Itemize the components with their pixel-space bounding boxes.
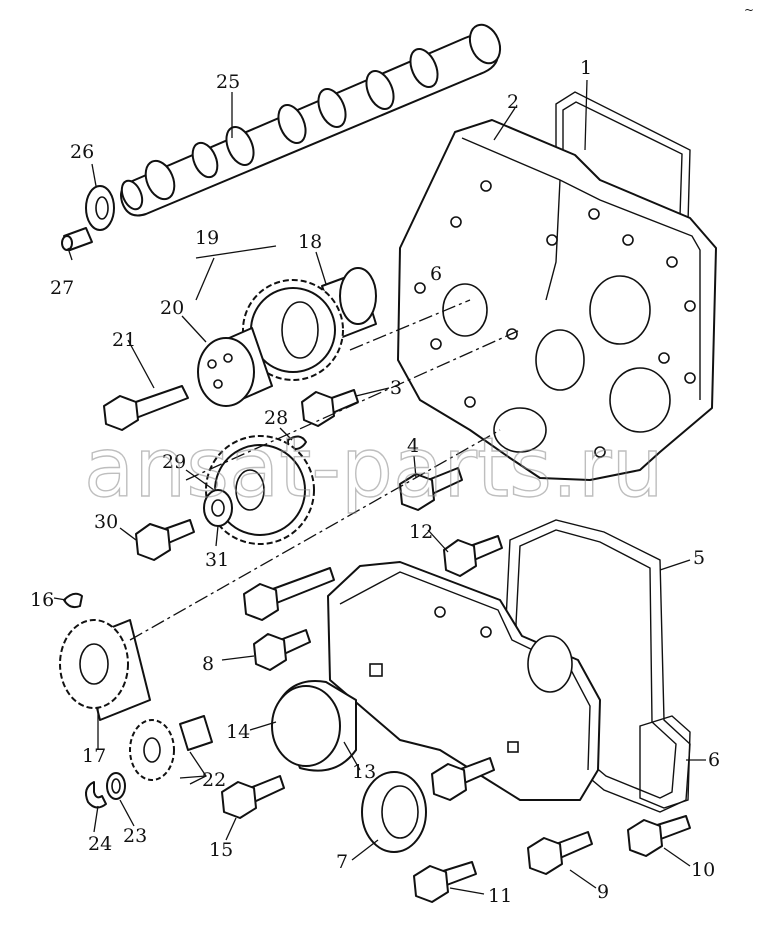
callout-22: 22 bbox=[202, 769, 226, 791]
callout-31: 31 bbox=[205, 549, 229, 571]
callout-9: 9 bbox=[597, 881, 609, 903]
callout-6-lower: 6 bbox=[708, 749, 720, 771]
callout-10: 10 bbox=[691, 859, 715, 881]
callout-20: 20 bbox=[160, 297, 184, 319]
callout-23: 23 bbox=[123, 825, 147, 847]
callout-19: 19 bbox=[195, 227, 219, 249]
corner-mark: ~ bbox=[744, 3, 754, 17]
leader-lines bbox=[53, 79, 706, 895]
callout-2: 2 bbox=[507, 91, 519, 113]
callout-6-upper: 6 bbox=[430, 263, 442, 285]
callout-26: 26 bbox=[70, 141, 94, 163]
camshaft bbox=[120, 23, 502, 217]
timing-gear-housing bbox=[397, 119, 717, 481]
callout-30: 30 bbox=[94, 511, 118, 533]
snap-ring bbox=[106, 772, 126, 800]
callout-27: 27 bbox=[50, 277, 74, 299]
seal-bolt bbox=[431, 757, 495, 801]
cover-bolt-short bbox=[253, 629, 311, 671]
callout-5: 5 bbox=[693, 547, 705, 569]
auxiliary-gear bbox=[205, 435, 315, 545]
dowel-pin bbox=[61, 227, 93, 251]
watermark: ansat-parts.ru bbox=[84, 421, 664, 516]
callout-21: 21 bbox=[112, 329, 136, 351]
circlip bbox=[85, 781, 107, 809]
callout-12: 12 bbox=[409, 521, 433, 543]
thrust-washer bbox=[85, 185, 115, 231]
callout-17: 17 bbox=[82, 745, 106, 767]
small-gear bbox=[129, 715, 213, 781]
cover-bolt-top bbox=[443, 535, 503, 577]
callout-7: 7 bbox=[336, 851, 348, 873]
idler-gear bbox=[242, 279, 344, 381]
gear-washer bbox=[203, 489, 233, 527]
callout-16: 16 bbox=[30, 589, 54, 611]
cover-bolt-long bbox=[243, 567, 335, 621]
callout-29: 29 bbox=[162, 451, 186, 473]
callout-1: 1 bbox=[580, 57, 592, 79]
lower-bolt-11 bbox=[413, 861, 477, 903]
crank-key bbox=[63, 592, 83, 609]
callout-15: 15 bbox=[209, 839, 233, 861]
callout-labels: 1 2 3 4 5 6 6 7 8 9 10 11 12 13 14 15 16… bbox=[30, 57, 720, 907]
callout-18: 18 bbox=[298, 231, 322, 253]
callout-24: 24 bbox=[88, 833, 112, 855]
crankshaft-gear bbox=[59, 619, 151, 721]
callout-3: 3 bbox=[390, 377, 402, 399]
lower-bolt-10 bbox=[627, 815, 691, 857]
gasket-plate bbox=[639, 715, 691, 809]
lower-bolt-9 bbox=[527, 831, 593, 875]
gear-bolt bbox=[135, 519, 195, 561]
callout-4: 4 bbox=[407, 435, 419, 457]
callout-11: 11 bbox=[488, 885, 512, 907]
callout-8: 8 bbox=[202, 653, 214, 675]
callout-28: 28 bbox=[264, 407, 288, 429]
alignment-axes bbox=[129, 299, 521, 641]
crankshaft-oil-seal bbox=[361, 771, 427, 853]
timing-front-cover bbox=[327, 561, 601, 801]
callout-25: 25 bbox=[216, 71, 240, 93]
callout-14: 14 bbox=[226, 721, 250, 743]
pump-cap bbox=[271, 680, 357, 772]
long-bolt bbox=[103, 385, 189, 431]
callout-13: 13 bbox=[352, 761, 376, 783]
pump-bolt bbox=[221, 775, 285, 819]
idler-bearing bbox=[197, 327, 273, 407]
